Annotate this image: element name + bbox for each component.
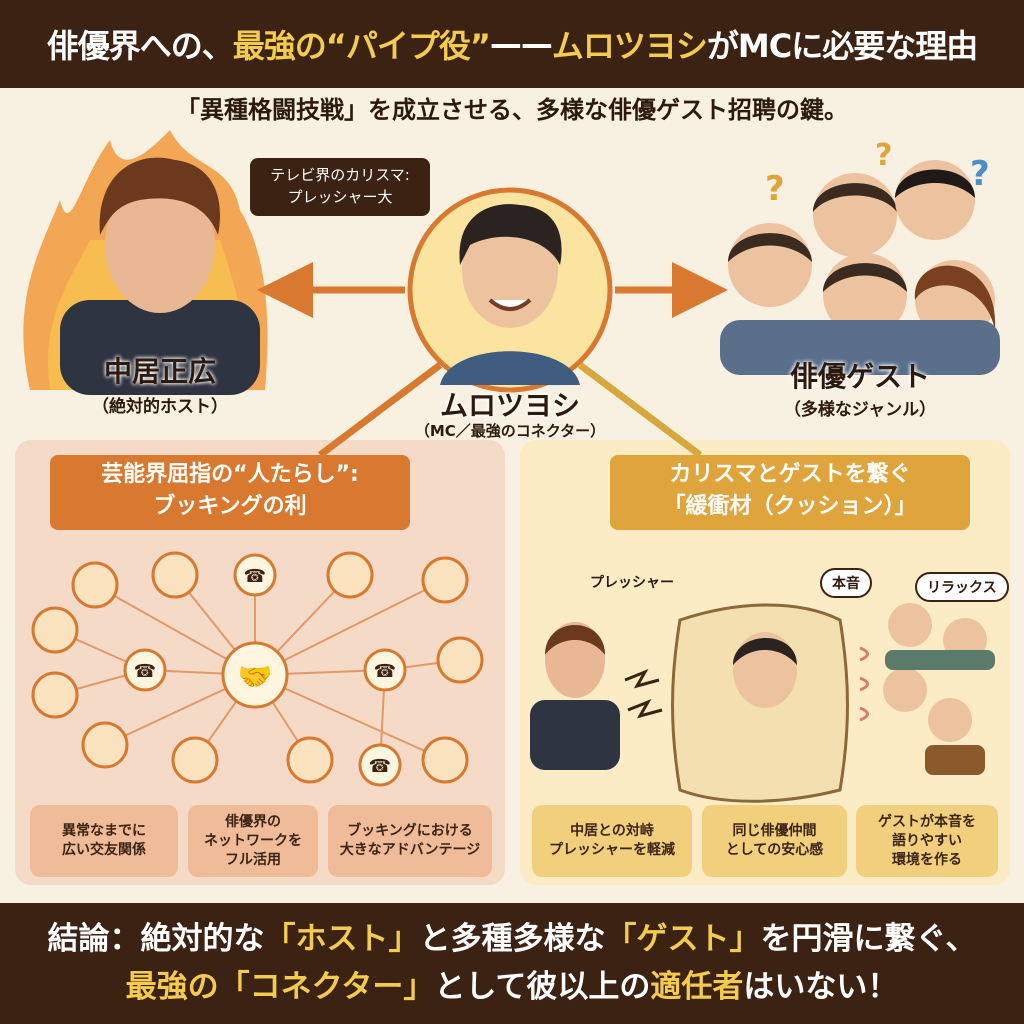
svg-text:☎: ☎ (244, 566, 266, 587)
title-line: 「緩衝材（クッション）」 (663, 494, 917, 519)
svg-text:?: ? (970, 154, 990, 194)
conclusion-footer: 結論：絶対的な「ホスト」と多種多様な「ゲスト」を円滑に繋ぐ、 最強の「コネクター… (0, 903, 1024, 1024)
host-portrait (60, 157, 260, 395)
left-point-2: 俳優界のネットワークをフル活用 (188, 805, 318, 877)
title-part: 俳優界への、 (46, 27, 234, 65)
svg-text:?: ? (765, 169, 785, 209)
svg-text:☎: ☎ (369, 756, 391, 777)
mc-role: （MC／最強のコネクター） (414, 422, 606, 440)
title-dash: —— (489, 25, 553, 63)
handshake-icon: 🤝 (238, 660, 273, 693)
guest-small-group (859, 603, 995, 775)
header-title: 俳優界への、最強の“パイプ役”——ムロツヨシがMCに必要な理由 (0, 0, 1024, 88)
title-line: ブッキングの利 (153, 494, 307, 519)
pillow-illustration (671, 603, 849, 803)
left-point-1: 異常なまでに広い交友関係 (30, 805, 178, 877)
honne-bubble: 本音 (820, 568, 872, 598)
phone-icon: ☎ ☎ ☎ ☎ (134, 566, 396, 777)
host-speech-bubble: テレビ界のカリスマ: プレッシャー大 (250, 158, 430, 216)
guests-name: 俳優ゲスト (789, 360, 930, 393)
title-part: がMCに必要な理由 (706, 27, 978, 65)
host-small-portrait (530, 622, 663, 770)
bubble-line: テレビ界のカリスマ: (270, 166, 410, 184)
title-highlight: ムロツヨシ (551, 27, 708, 65)
guests-role: （多様なジャンル） (783, 400, 937, 420)
right-point-2: 同じ俳優仲間としての安心感 (702, 805, 847, 877)
svg-text:☎: ☎ (134, 661, 156, 682)
left-panel-title: 芸能界屈指の“人たらし”: ブッキングの利 (50, 455, 410, 530)
right-point-3: ゲストが本音を語りやすい環境を作る (856, 805, 998, 877)
subtitle: 「異種格闘技戦」を成立させる、多様な俳優ゲスト招聘の鍵。 (176, 96, 848, 124)
guest-group: ??? (720, 138, 1000, 375)
mc-portrait (407, 187, 613, 393)
host-name: 中居正広 (103, 355, 216, 388)
svg-text:☎: ☎ (374, 661, 396, 682)
left-point-3: ブッキングにおける大きなアドバンテージ (328, 805, 492, 877)
conclusion-line-2: 最強の「コネクター」として彼以上の適任者はいない！ (125, 969, 899, 1005)
host-role: （絶対的ホスト） (92, 397, 228, 417)
title-line: 芸能界屈指の“人たらし”: (101, 462, 359, 487)
diagram-illustration: ??? ☎ ☎ ☎ ☎ 🤝 (23, 130, 1000, 803)
title-highlight: 最強の“パイプ役” (232, 27, 491, 65)
conclusion-line-1: 結論：絶対的な「ホスト」と多種多様な「ゲスト」を円滑に繋ぐ、 (47, 921, 977, 957)
mc-name: ムロツヨシ (439, 389, 580, 422)
svg-text:?: ? (875, 138, 892, 173)
pressure-label: プレッシャー (590, 575, 674, 591)
right-point-1: 中居との対峙プレッシャーを軽減 (532, 805, 692, 877)
right-panel-title: カリスマとゲストを繋ぐ「緩衝材（クッション）」 (610, 455, 970, 530)
bubble-line: プレッシャー大 (287, 188, 393, 206)
relax-bubble: リラックス (915, 572, 1009, 602)
title-line: カリスマとゲストを繋ぐ (669, 462, 911, 487)
network-contacts (31, 551, 484, 787)
